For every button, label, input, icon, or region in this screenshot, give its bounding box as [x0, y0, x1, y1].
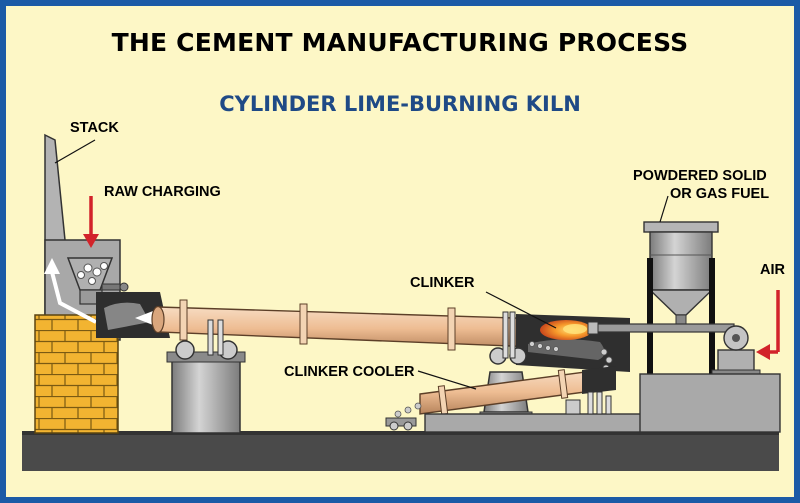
kiln-inlet-housing: [96, 292, 170, 338]
kiln-support-left: [166, 319, 246, 434]
label-clinker-cooler: CLINKER COOLER: [284, 364, 415, 380]
air-arrow: [756, 290, 780, 360]
label-fuel-line2: OR GAS FUEL: [670, 186, 770, 202]
air-blower: [711, 325, 761, 377]
label-air: AIR: [760, 262, 785, 278]
label-clinker: CLINKER: [410, 275, 475, 291]
label-raw-charging: RAW CHARGING: [104, 184, 221, 200]
label-fuel-line1: POWDERED SOLID: [633, 168, 767, 184]
raw-charging-arrow: [83, 196, 99, 248]
exhaust-flow-arrows: [44, 258, 97, 324]
fuel-bin: [643, 221, 719, 380]
burner-pipe: [587, 321, 735, 335]
page-subtitle: CYLINDER LIME-BURNING KILN: [219, 92, 581, 116]
clinker-leader-line: [485, 291, 557, 329]
ground-slab: [22, 431, 779, 471]
fuel-leader-line: [659, 195, 669, 223]
fuel-station-base: [639, 373, 781, 433]
clinker-cooler: [385, 366, 616, 431]
stack-leader-line: [54, 139, 96, 164]
label-stack: STACK: [70, 120, 119, 136]
page-title: THE CEMENT MANUFACTURING PROCESS: [111, 28, 689, 57]
clinker-cooler-leader-line: [417, 370, 477, 390]
